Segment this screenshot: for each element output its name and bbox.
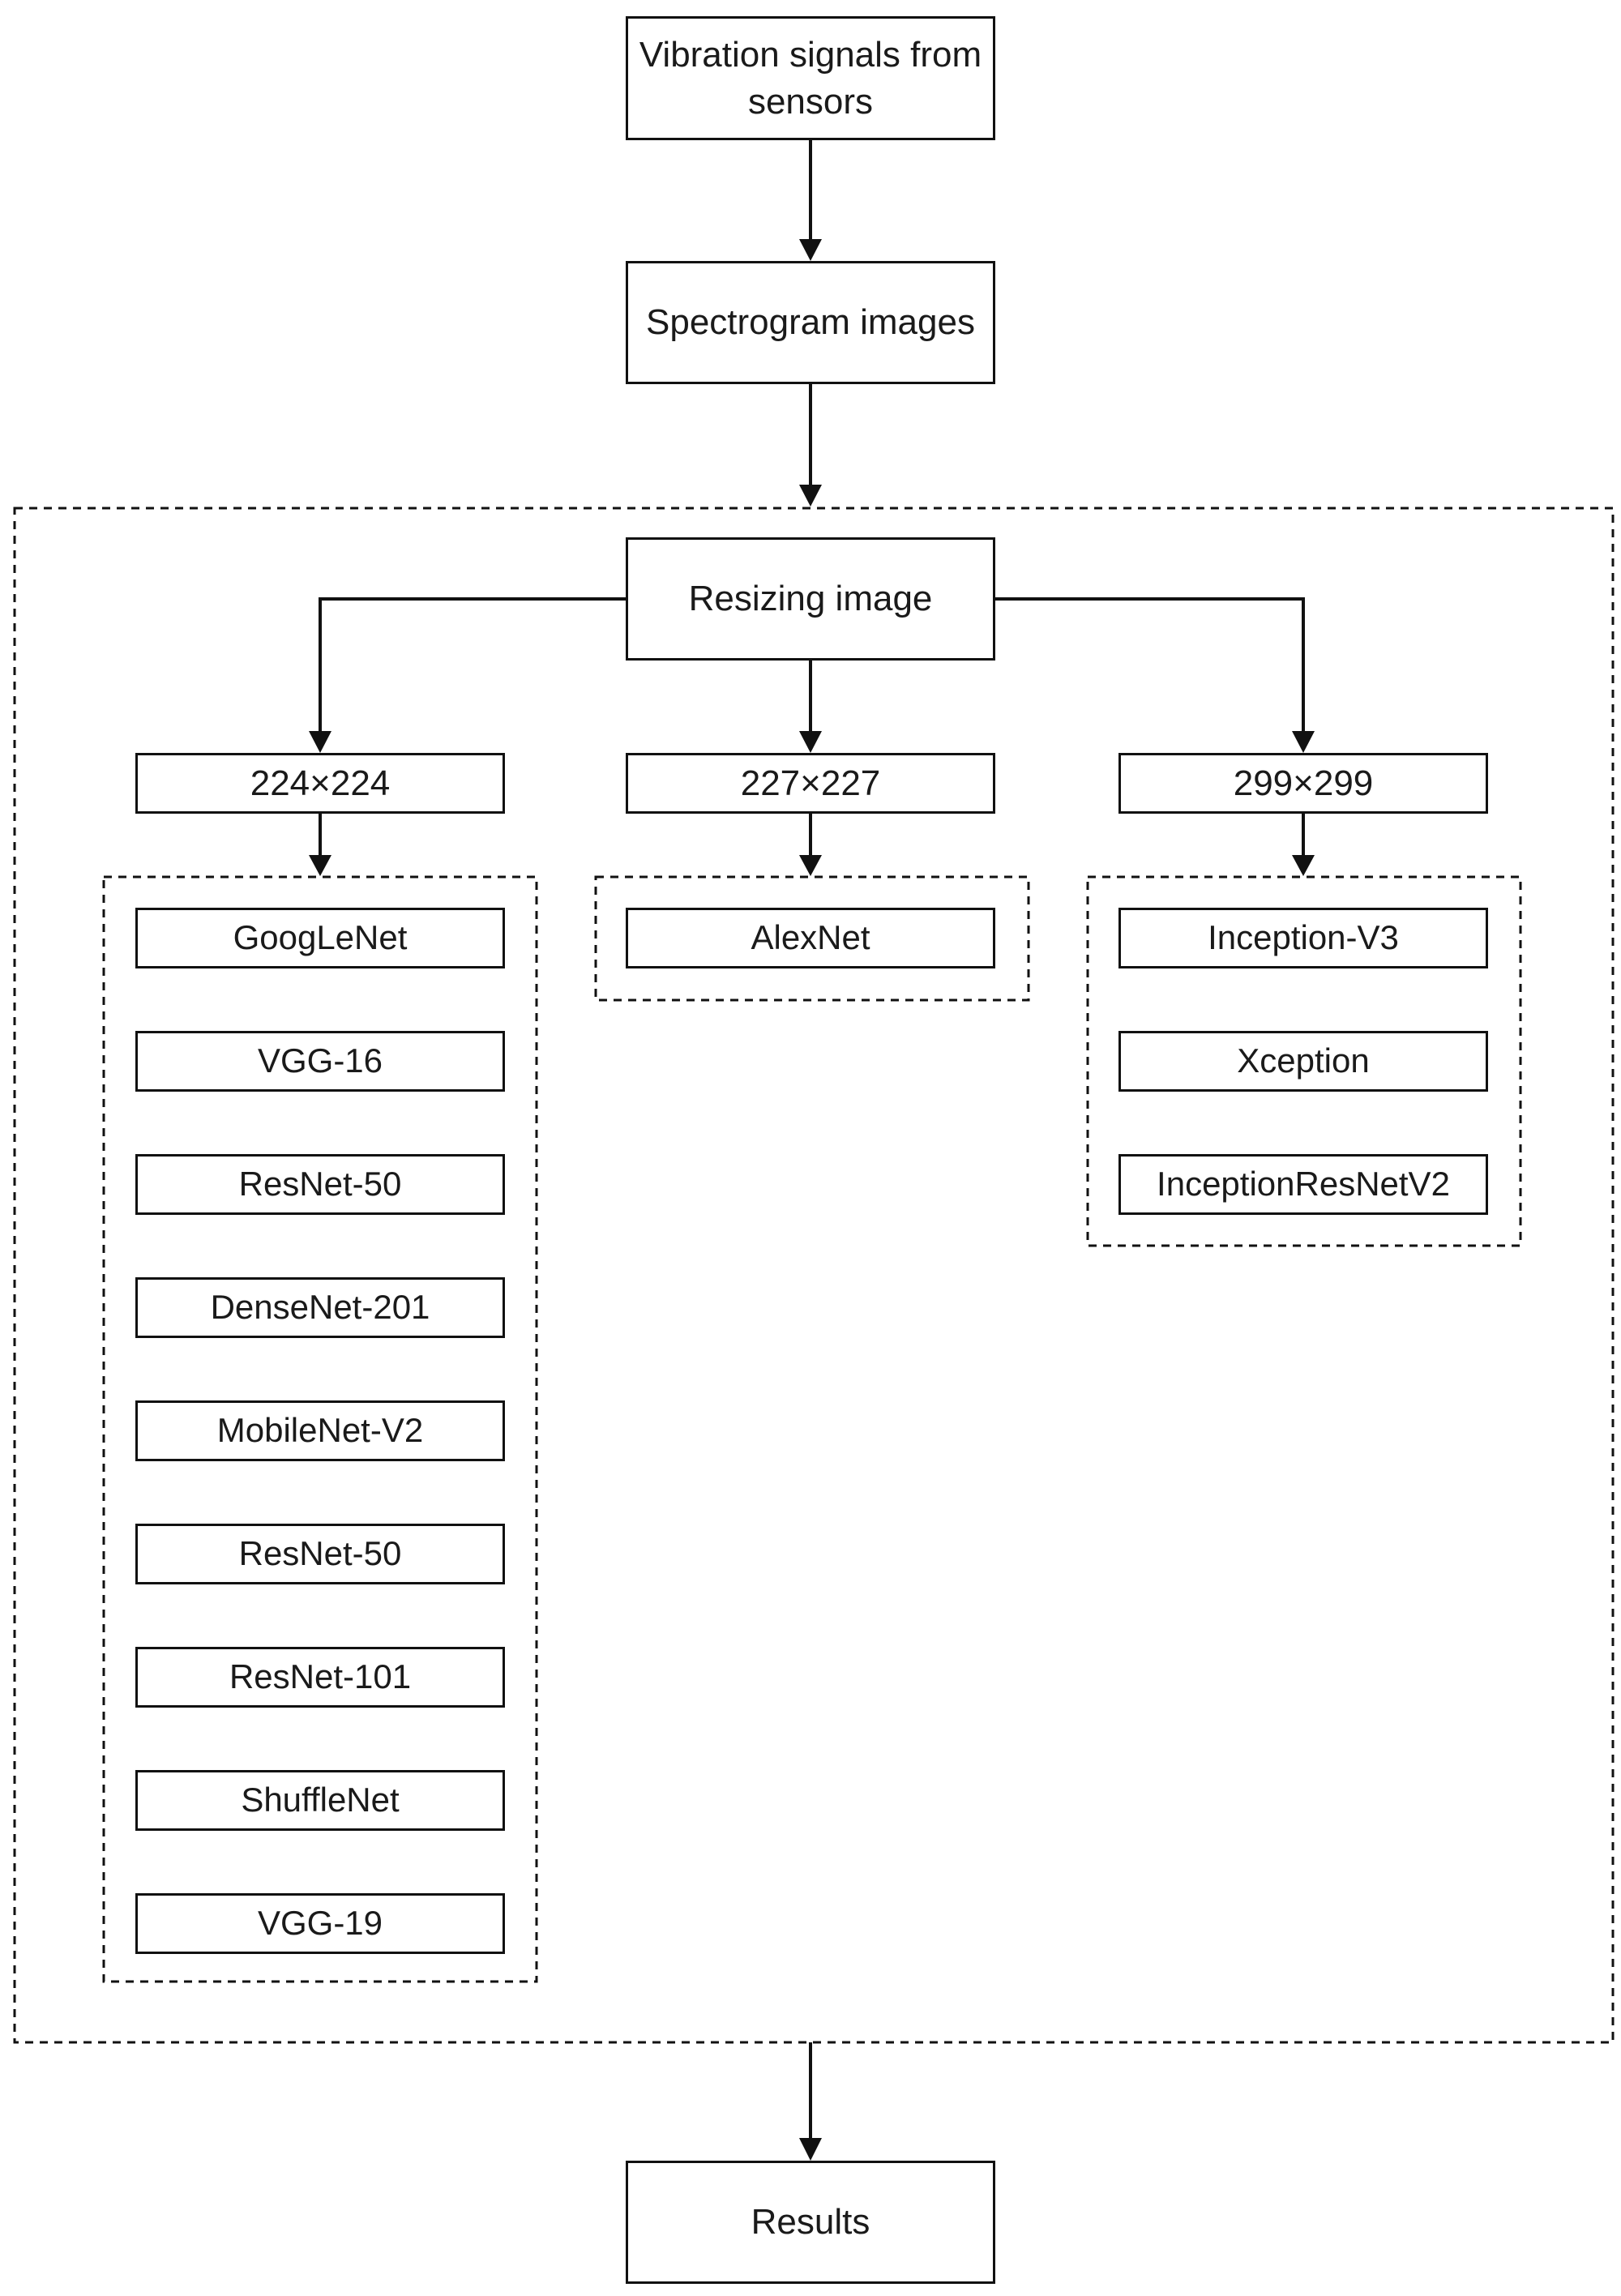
arrow-resize-to-299: [995, 597, 1305, 742]
arrowhead: [799, 855, 822, 876]
model-label: VGG-16: [257, 1041, 383, 1080]
results-node-label: Results: [751, 2202, 870, 2243]
model-node: InceptionResNetV2: [1118, 1154, 1488, 1215]
model-node: AlexNet: [626, 908, 995, 968]
model-node: DenseNet-201: [135, 1277, 505, 1338]
resize-node-label: Resizing image: [688, 579, 933, 619]
model-node: VGG-19: [135, 1893, 505, 1954]
group-299-container: [1086, 875, 1522, 1247]
model-label: Xception: [1237, 1041, 1370, 1080]
arrowhead: [1292, 731, 1315, 753]
group-224-container: [102, 875, 538, 1983]
model-label: ResNet-50: [238, 1165, 402, 1204]
size-227-node: 227×227: [626, 753, 995, 814]
size-227-label: 227×227: [740, 763, 881, 803]
model-node: VGG-16: [135, 1031, 505, 1092]
model-label: DenseNet-201: [210, 1288, 430, 1327]
model-label: AlexNet: [751, 918, 870, 957]
model-label: Inception-V3: [1208, 918, 1399, 957]
arrowhead: [799, 2138, 822, 2161]
arrowhead: [799, 485, 822, 507]
arrowhead: [309, 731, 331, 753]
model-node: ResNet-50: [135, 1524, 505, 1584]
model-node: ShuffleNet: [135, 1770, 505, 1831]
model-node: ResNet-50: [135, 1154, 505, 1215]
model-label: MobileNet-V2: [216, 1411, 424, 1450]
model-label: ResNet-101: [229, 1657, 412, 1696]
arrowhead: [799, 731, 822, 753]
resize-node: Resizing image: [626, 537, 995, 661]
model-label: GoogLeNet: [233, 918, 408, 957]
model-label: VGG-19: [257, 1904, 383, 1943]
model-node: Inception-V3: [1118, 908, 1488, 968]
processing-container: [13, 507, 1615, 2044]
arrow-resize-to-224: [319, 597, 626, 742]
results-node: Results: [626, 2161, 995, 2284]
size-299-node: 299×299: [1118, 753, 1488, 814]
group-227-container: [594, 875, 1030, 1002]
arrowhead: [309, 855, 331, 876]
arrowhead: [1292, 855, 1315, 876]
model-label: InceptionResNetV2: [1157, 1165, 1450, 1204]
arrowhead: [799, 239, 822, 261]
input-node: Vibration signals from sensors: [626, 16, 995, 140]
size-299-label: 299×299: [1233, 763, 1374, 803]
spectrogram-node-label: Spectrogram images: [646, 302, 975, 343]
model-node: GoogLeNet: [135, 908, 505, 968]
model-node: MobileNet-V2: [135, 1400, 505, 1461]
model-label: ShuffleNet: [241, 1781, 400, 1819]
model-node: Xception: [1118, 1031, 1488, 1092]
model-label: ResNet-50: [238, 1534, 402, 1573]
size-224-label: 224×224: [250, 763, 391, 803]
model-node: ResNet-101: [135, 1647, 505, 1708]
size-224-node: 224×224: [135, 753, 505, 814]
input-node-label: Vibration signals from sensors: [639, 35, 982, 122]
spectrogram-node: Spectrogram images: [626, 261, 995, 384]
